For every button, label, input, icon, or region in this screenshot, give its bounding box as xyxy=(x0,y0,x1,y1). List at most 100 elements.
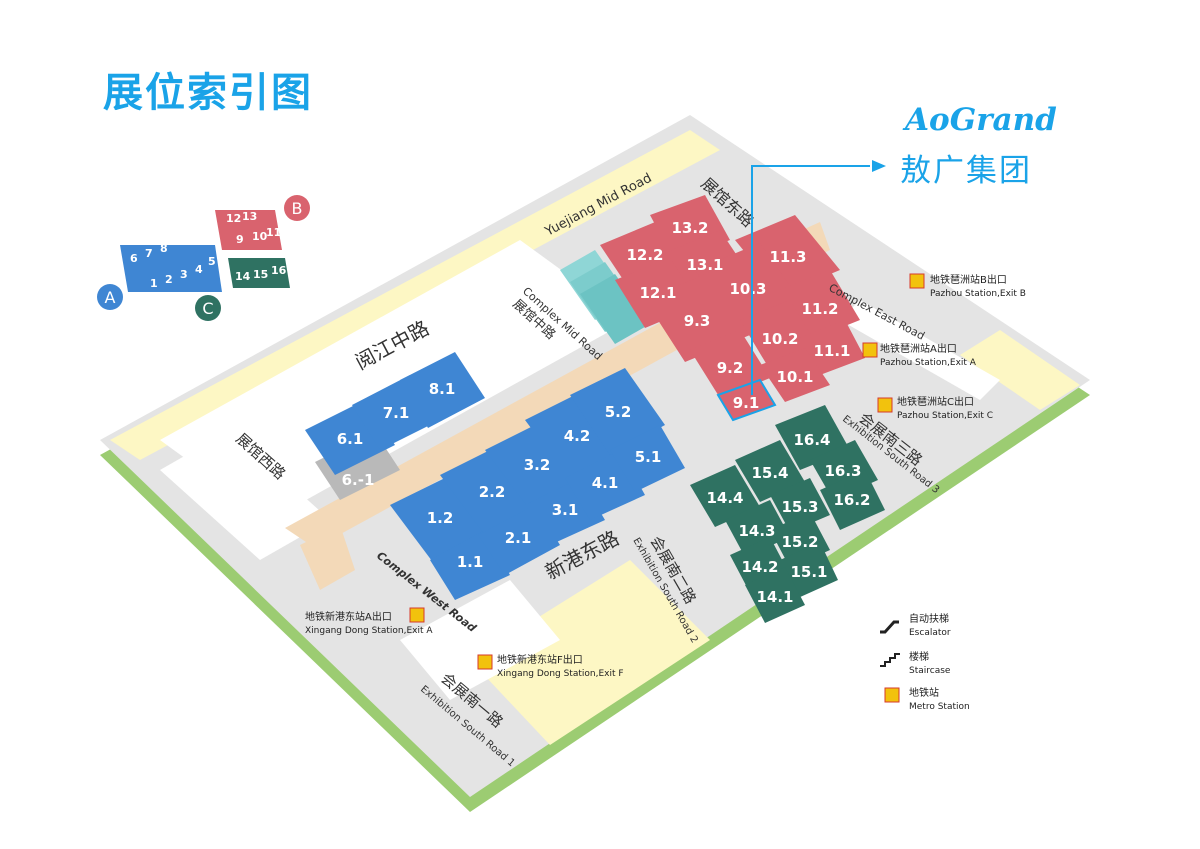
hall-label: 16.4 xyxy=(793,431,830,449)
metro-icon xyxy=(884,687,900,703)
mini-hall-label: 6 xyxy=(130,252,138,265)
mini-hall-label: 9 xyxy=(236,233,244,246)
hall-label: 12.2 xyxy=(626,246,663,264)
hall-label: 16.2 xyxy=(833,491,870,509)
block-southwest xyxy=(400,580,560,700)
hall-label: 10.1 xyxy=(776,368,813,386)
mini-hall-label: 15 xyxy=(253,268,268,281)
hall-15-3[interactable] xyxy=(770,478,830,532)
yellow-lot-south xyxy=(470,560,710,745)
metro-icon xyxy=(409,607,425,623)
legend: 自动扶梯 Escalator 楼梯 Staircase 地铁站 Metro St… xyxy=(880,612,970,712)
mini-hall-label: 8 xyxy=(160,242,168,255)
mini-hall-label: 10 xyxy=(252,230,268,243)
yellow-lot-north xyxy=(110,130,720,460)
metro-icon xyxy=(862,342,878,358)
hall-15-4[interactable] xyxy=(735,440,805,502)
hall-14-1[interactable] xyxy=(745,567,805,623)
zone-b-label: B xyxy=(292,199,303,218)
mini-hall-label: 7 xyxy=(145,247,153,260)
mini-hall-label: 16 xyxy=(271,264,287,277)
mini-hall-label: 11 xyxy=(266,226,281,239)
zone-c-label: C xyxy=(202,299,213,318)
hall-label: 2.1 xyxy=(505,529,532,547)
hall-label: 5.2 xyxy=(605,403,632,421)
hall-label: 1.1 xyxy=(457,553,484,571)
brand-logo: AoGrand xyxy=(905,102,1057,138)
hall-label: 10.3 xyxy=(729,280,766,298)
yellow-lot-east xyxy=(960,330,1080,410)
hall-label: 11.1 xyxy=(813,342,850,360)
hall-label: 14.1 xyxy=(756,588,793,606)
legend-label-cn: 地铁站 xyxy=(909,686,939,699)
hall-label: 3.1 xyxy=(552,501,579,519)
zone-b-badge xyxy=(284,195,310,221)
hall-14-4[interactable] xyxy=(690,465,760,527)
station-label-cn: 地铁琶洲站B出口 xyxy=(930,273,1007,286)
metro-icon xyxy=(477,654,493,670)
hall-label: 14.3 xyxy=(738,522,775,540)
hall-5-1[interactable] xyxy=(610,425,685,492)
corridor-main xyxy=(285,268,790,548)
hall-label: 11.3 xyxy=(769,248,806,266)
mini-zone-a-shape xyxy=(120,245,222,292)
station-label-cn: 地铁琶洲站C出口 xyxy=(897,395,974,408)
mini-hall-label: 4 xyxy=(195,263,203,276)
station-label-en: Pazhou Station,Exit B xyxy=(930,289,1026,299)
hall-labels: 6.-1 6.1 7.1 8.1 1.2 1.1 2.2 2.1 3.2 3.1… xyxy=(337,219,871,606)
hall-label: 15.4 xyxy=(751,464,788,482)
legend-label-en: Staircase xyxy=(909,666,951,676)
hall-15-1[interactable] xyxy=(780,542,838,598)
hall-label: 9.2 xyxy=(717,359,744,377)
hall-2-2[interactable] xyxy=(440,445,545,535)
zone-a-badge xyxy=(97,284,123,310)
hall-16-2[interactable] xyxy=(820,470,885,530)
metro-icon xyxy=(909,273,925,289)
hall-label: 6.-1 xyxy=(342,471,375,489)
hall-9-1[interactable] xyxy=(716,378,777,422)
mini-hall-label: 14 xyxy=(235,270,251,283)
hall-label: 10.2 xyxy=(761,330,798,348)
legend-label-en: Metro Station xyxy=(909,702,970,712)
station-label-en: Xingang Dong Station,Exit A xyxy=(305,626,433,636)
station-label-cn: 地铁新港东站F出口 xyxy=(497,653,583,666)
station-label-en: Pazhou Station,Exit C xyxy=(897,411,993,421)
zone-a-label: A xyxy=(105,288,116,307)
mini-hall-label: 13 xyxy=(242,210,257,223)
legend-label-cn: 自动扶梯 xyxy=(909,612,949,625)
hall-label: 2.2 xyxy=(479,483,506,501)
hall-label: 9.1 xyxy=(733,394,760,412)
stations: 地铁琶洲站B出口 Pazhou Station,Exit B 地铁琶洲站A出口 … xyxy=(305,273,1026,679)
hall-label: 15.2 xyxy=(781,533,818,551)
legend-label-en: Escalator xyxy=(909,628,951,638)
hall-5-2[interactable] xyxy=(570,368,665,455)
hall-4-2[interactable] xyxy=(525,390,630,480)
zone-c-badge xyxy=(195,295,221,321)
hall-9-2[interactable] xyxy=(690,330,770,398)
hall-label: 9.3 xyxy=(684,312,711,330)
zone-b-halls xyxy=(600,195,865,422)
brand-name: 敖广集团 xyxy=(900,153,1032,189)
brand-pointer-arrow xyxy=(872,160,886,172)
mini-hall-label: 12 xyxy=(226,212,241,225)
station-label-cn: 地铁新港东站A出口 xyxy=(305,610,392,623)
hall-label: 5.1 xyxy=(635,448,662,466)
station-label-en: Xingang Dong Station,Exit F xyxy=(497,669,624,679)
hall-10-1[interactable] xyxy=(760,348,830,402)
hall-8-1[interactable] xyxy=(400,352,485,428)
hall-14-3[interactable] xyxy=(725,500,790,557)
page-title: 展位索引图 xyxy=(103,70,313,116)
hall-label: 4.1 xyxy=(592,474,619,492)
mini-zone-index: 1 2 3 4 5 6 7 8 9 10 11 12 13 14 15 16 A… xyxy=(97,195,310,321)
hall-label: 11.2 xyxy=(801,300,838,318)
hall-11-3[interactable] xyxy=(735,215,840,295)
glass-hall xyxy=(560,250,650,344)
hall-label: 15.1 xyxy=(790,563,827,581)
hall-label: 14.4 xyxy=(706,489,743,507)
station-label-cn: 地铁琶洲站A出口 xyxy=(880,342,957,355)
hall-11-1[interactable] xyxy=(800,320,865,375)
hall-label: 3.2 xyxy=(524,456,551,474)
hall-label: 13.1 xyxy=(686,256,723,274)
hall-label: 16.3 xyxy=(824,462,861,480)
